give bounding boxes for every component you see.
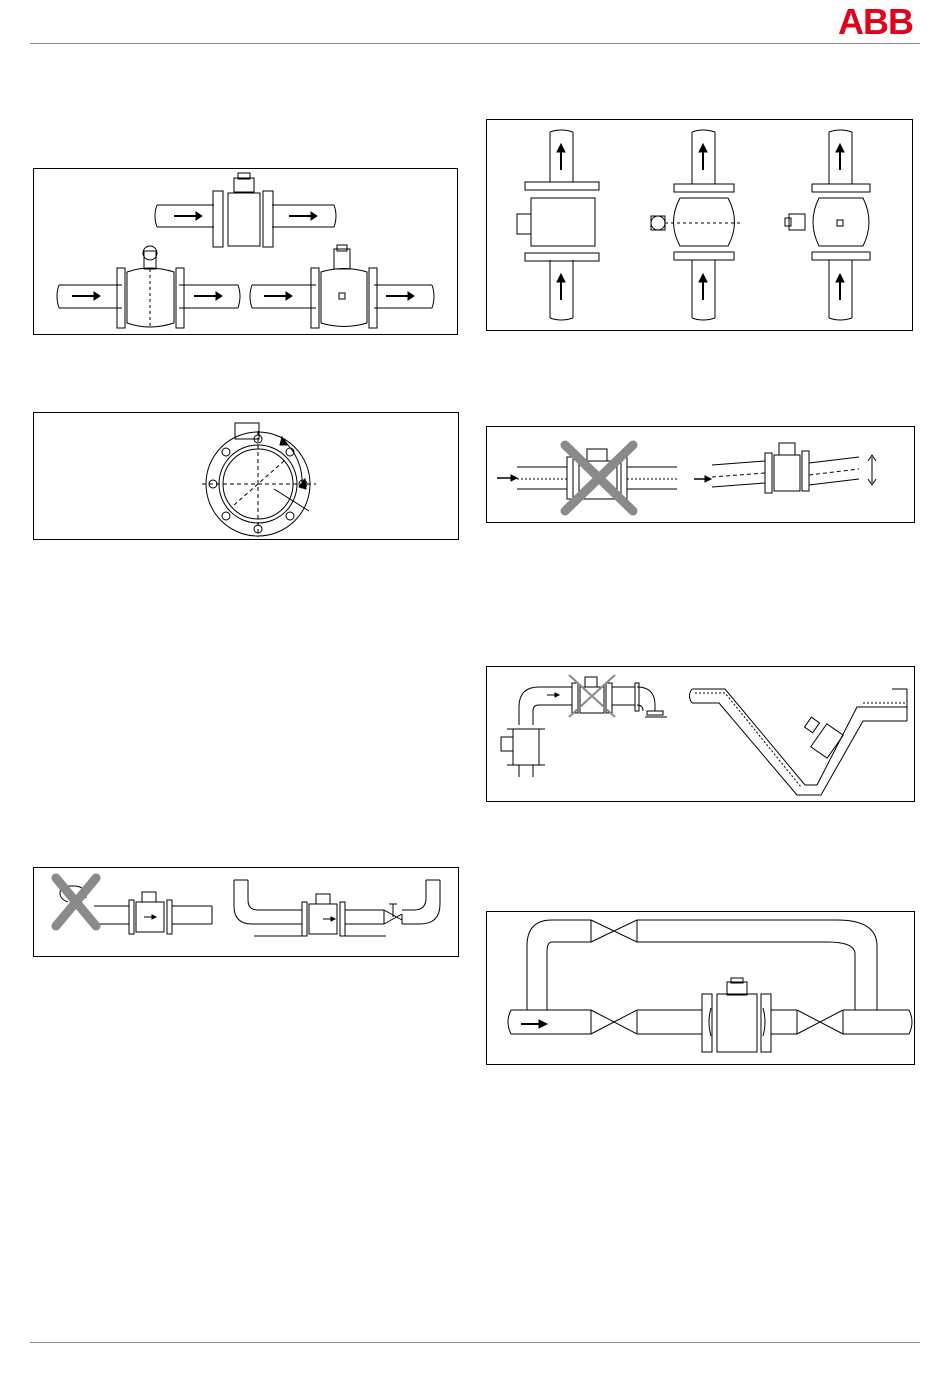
fig-free-outlet <box>33 867 459 957</box>
fig-electrode-axis <box>33 412 459 540</box>
footer-rule <box>30 1342 920 1343</box>
fig-bypass <box>486 911 915 1065</box>
fig-partially-filled-pipe <box>486 426 915 523</box>
fig-pipe-elbows <box>486 666 915 802</box>
fig-vertical-installation <box>486 119 913 331</box>
header-rule <box>30 43 920 44</box>
fig-horizontal-installation <box>33 168 458 335</box>
abb-logo: ABB <box>838 4 920 40</box>
abb-logo-text: ABB <box>838 4 913 40</box>
